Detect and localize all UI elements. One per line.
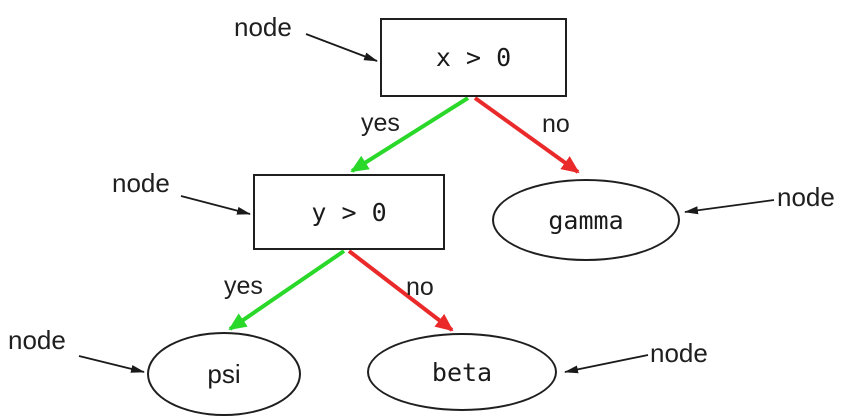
node-box-inner: y > 0 (253, 174, 445, 250)
annotation-arrow-root (305, 33, 378, 62)
edge-label-yes-2: yes (224, 272, 263, 300)
node-ellipse-psi: psi (147, 332, 301, 416)
edge-inner-no-arrow (347, 249, 454, 332)
node-box-root: x > 0 (380, 18, 567, 97)
edge-label-yes-1: yes (361, 109, 400, 137)
edge-label-no-1: no (542, 110, 570, 138)
annotation-label-psi: node (8, 325, 66, 355)
annotation-label-inner: node (112, 168, 170, 198)
node-ellipse-beta: beta (367, 333, 557, 411)
annotation-arrow-psi (78, 355, 145, 373)
annotation-label-beta: node (650, 338, 708, 368)
annotation-label-root: node (234, 12, 292, 42)
annotation-arrow-inner (180, 195, 251, 215)
node-label-gamma: gamma (548, 205, 624, 235)
annotation-arrow-beta (564, 354, 649, 374)
node-label-inner: y > 0 (311, 197, 387, 227)
node-label-beta: beta (431, 357, 493, 387)
node-ellipse-gamma: gamma (492, 179, 680, 261)
node-label-psi: psi (207, 358, 241, 389)
annotation-label-gamma: node (777, 182, 835, 212)
edge-label-no-2: no (406, 273, 434, 301)
annotation-arrow-gamma (684, 199, 775, 215)
node-label-root: x > 0 (435, 43, 512, 72)
